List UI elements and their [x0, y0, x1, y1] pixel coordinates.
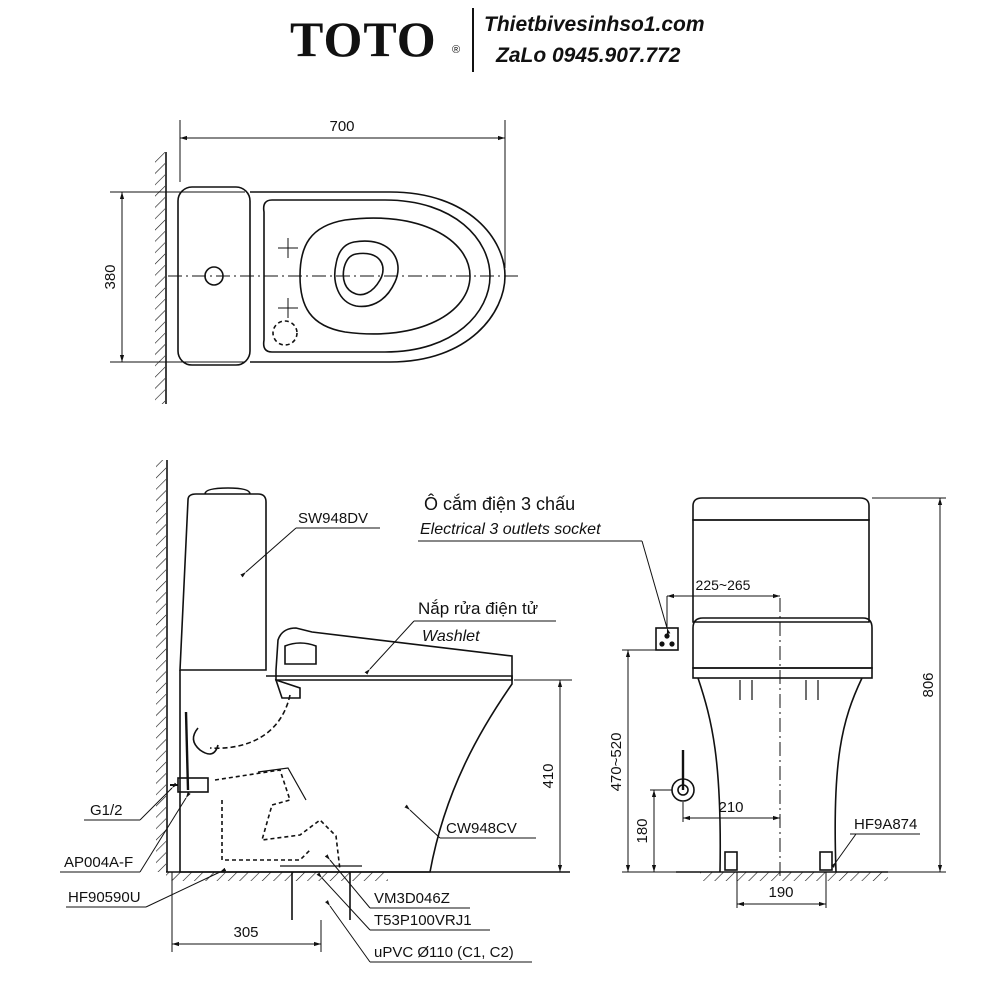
dim-socket-height-label: 470~520 — [608, 733, 625, 792]
leader-washlet — [364, 620, 415, 675]
mount-marks — [278, 238, 298, 318]
label-vm3d: VM3D046Z — [374, 890, 450, 907]
drain-inner — [342, 252, 384, 296]
side-washlet — [275, 627, 513, 681]
power-socket — [655, 627, 679, 651]
lid-outline — [262, 199, 491, 353]
front-view — [418, 497, 946, 908]
front-pedestal — [697, 677, 863, 873]
trap-lower — [221, 800, 311, 861]
label-upvc: uPVC Ø110 (C1, C2) — [374, 944, 514, 961]
leader-bowl — [404, 804, 441, 839]
outlet-pipe — [291, 872, 351, 920]
dim-socket-offset-label: 225~265 — [696, 577, 751, 593]
floor-bolt-left — [724, 851, 738, 871]
valve-riser — [184, 711, 190, 791]
leader-t53p — [316, 872, 371, 931]
label-ap004: AP004A-F — [64, 854, 133, 871]
leader-ap004 — [139, 791, 191, 873]
drain-outer — [334, 240, 399, 308]
website-text: Thietbivesinhso1.com — [484, 13, 705, 36]
header-divider — [472, 8, 474, 72]
dim-valve-height-label: 180 — [634, 818, 651, 843]
inlet-hole — [272, 320, 298, 346]
dim-410-label: 410 — [540, 763, 557, 788]
contact-text: ZaLo 0945.907.772 — [496, 44, 681, 67]
leader-hf90590 — [145, 867, 227, 908]
leader-upvc — [325, 900, 371, 963]
label-tank: SW948DV — [298, 510, 368, 527]
label-g12: G1/2 — [90, 802, 123, 819]
label-washlet-vi: Nắp rửa điện tử — [418, 599, 538, 618]
dim-305-label: 305 — [233, 924, 258, 941]
label-bowl: CW948CV — [446, 820, 517, 837]
floor-bolt-right — [819, 851, 833, 871]
registered-mark: ® — [452, 44, 461, 56]
dim-bolt-spacing-label: 190 — [768, 884, 793, 901]
dim-700-label: 700 — [329, 118, 354, 135]
side-floor-hatch — [166, 872, 388, 881]
label-t53p: T53P100VRJ1 — [374, 912, 472, 929]
front-floor-hatch — [700, 872, 888, 881]
front-washlet — [692, 617, 873, 669]
internal-trap — [214, 769, 341, 871]
leader-socket — [641, 540, 671, 635]
front-tank-lid — [692, 497, 870, 521]
top-view — [110, 120, 520, 404]
leader-hf9a874 — [831, 833, 857, 868]
tank-lid — [204, 487, 251, 495]
side-view — [60, 460, 572, 963]
washlet-hinge — [274, 678, 301, 699]
tank-outline — [177, 186, 251, 366]
bowl-opening — [299, 217, 471, 335]
side-tank — [179, 493, 267, 671]
dim-806-label: 806 — [920, 672, 937, 697]
label-washlet-en: Washlet — [422, 628, 480, 645]
label-socket-en: Electrical 3 outlets socket — [420, 521, 601, 538]
label-hf90590: HF90590U — [68, 889, 141, 906]
hose-loop — [192, 727, 219, 755]
leader-vm3d — [324, 854, 371, 909]
side-bowl — [179, 670, 513, 873]
supply-hose — [209, 694, 291, 750]
trap-upper — [257, 767, 307, 801]
brand-logo: TOTO — [290, 11, 437, 67]
dim-valve-offset-label: 210 — [718, 799, 743, 816]
washlet-control — [284, 642, 317, 665]
label-hf9a874: HF9A874 — [854, 816, 917, 833]
dim-380-label: 380 — [102, 264, 119, 289]
front-washlet-base — [692, 667, 873, 679]
side-wall-hatch — [156, 460, 166, 872]
wall-hatch — [155, 152, 165, 404]
angle-valve — [177, 777, 209, 793]
leader-tank — [240, 527, 297, 578]
label-socket-vi: Ô cắm điện 3 chấu — [424, 493, 575, 514]
leader-g12 — [139, 782, 178, 821]
front-tank — [692, 519, 870, 623]
